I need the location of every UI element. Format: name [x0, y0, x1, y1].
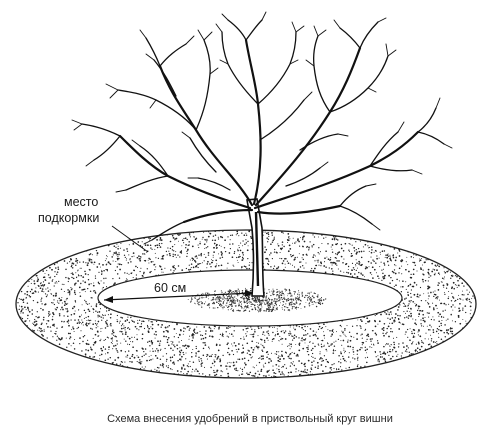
- figure-caption: Схема внесения удобрений в приствольный …: [107, 413, 393, 425]
- main-branches: [118, 38, 420, 224]
- cherry-tree: [71, 11, 453, 297]
- radius-indicator: [103, 290, 254, 303]
- fertilizer-place-label-line2: подкормки: [38, 211, 99, 225]
- twigs: [71, 11, 453, 245]
- fertilizer-place-label-line1: место: [64, 195, 98, 209]
- radius-label: 60 см: [154, 281, 186, 295]
- secondary-branches: [81, 19, 445, 241]
- label-leader-line: [111, 225, 149, 253]
- fertilizer-ring: [13, 227, 481, 381]
